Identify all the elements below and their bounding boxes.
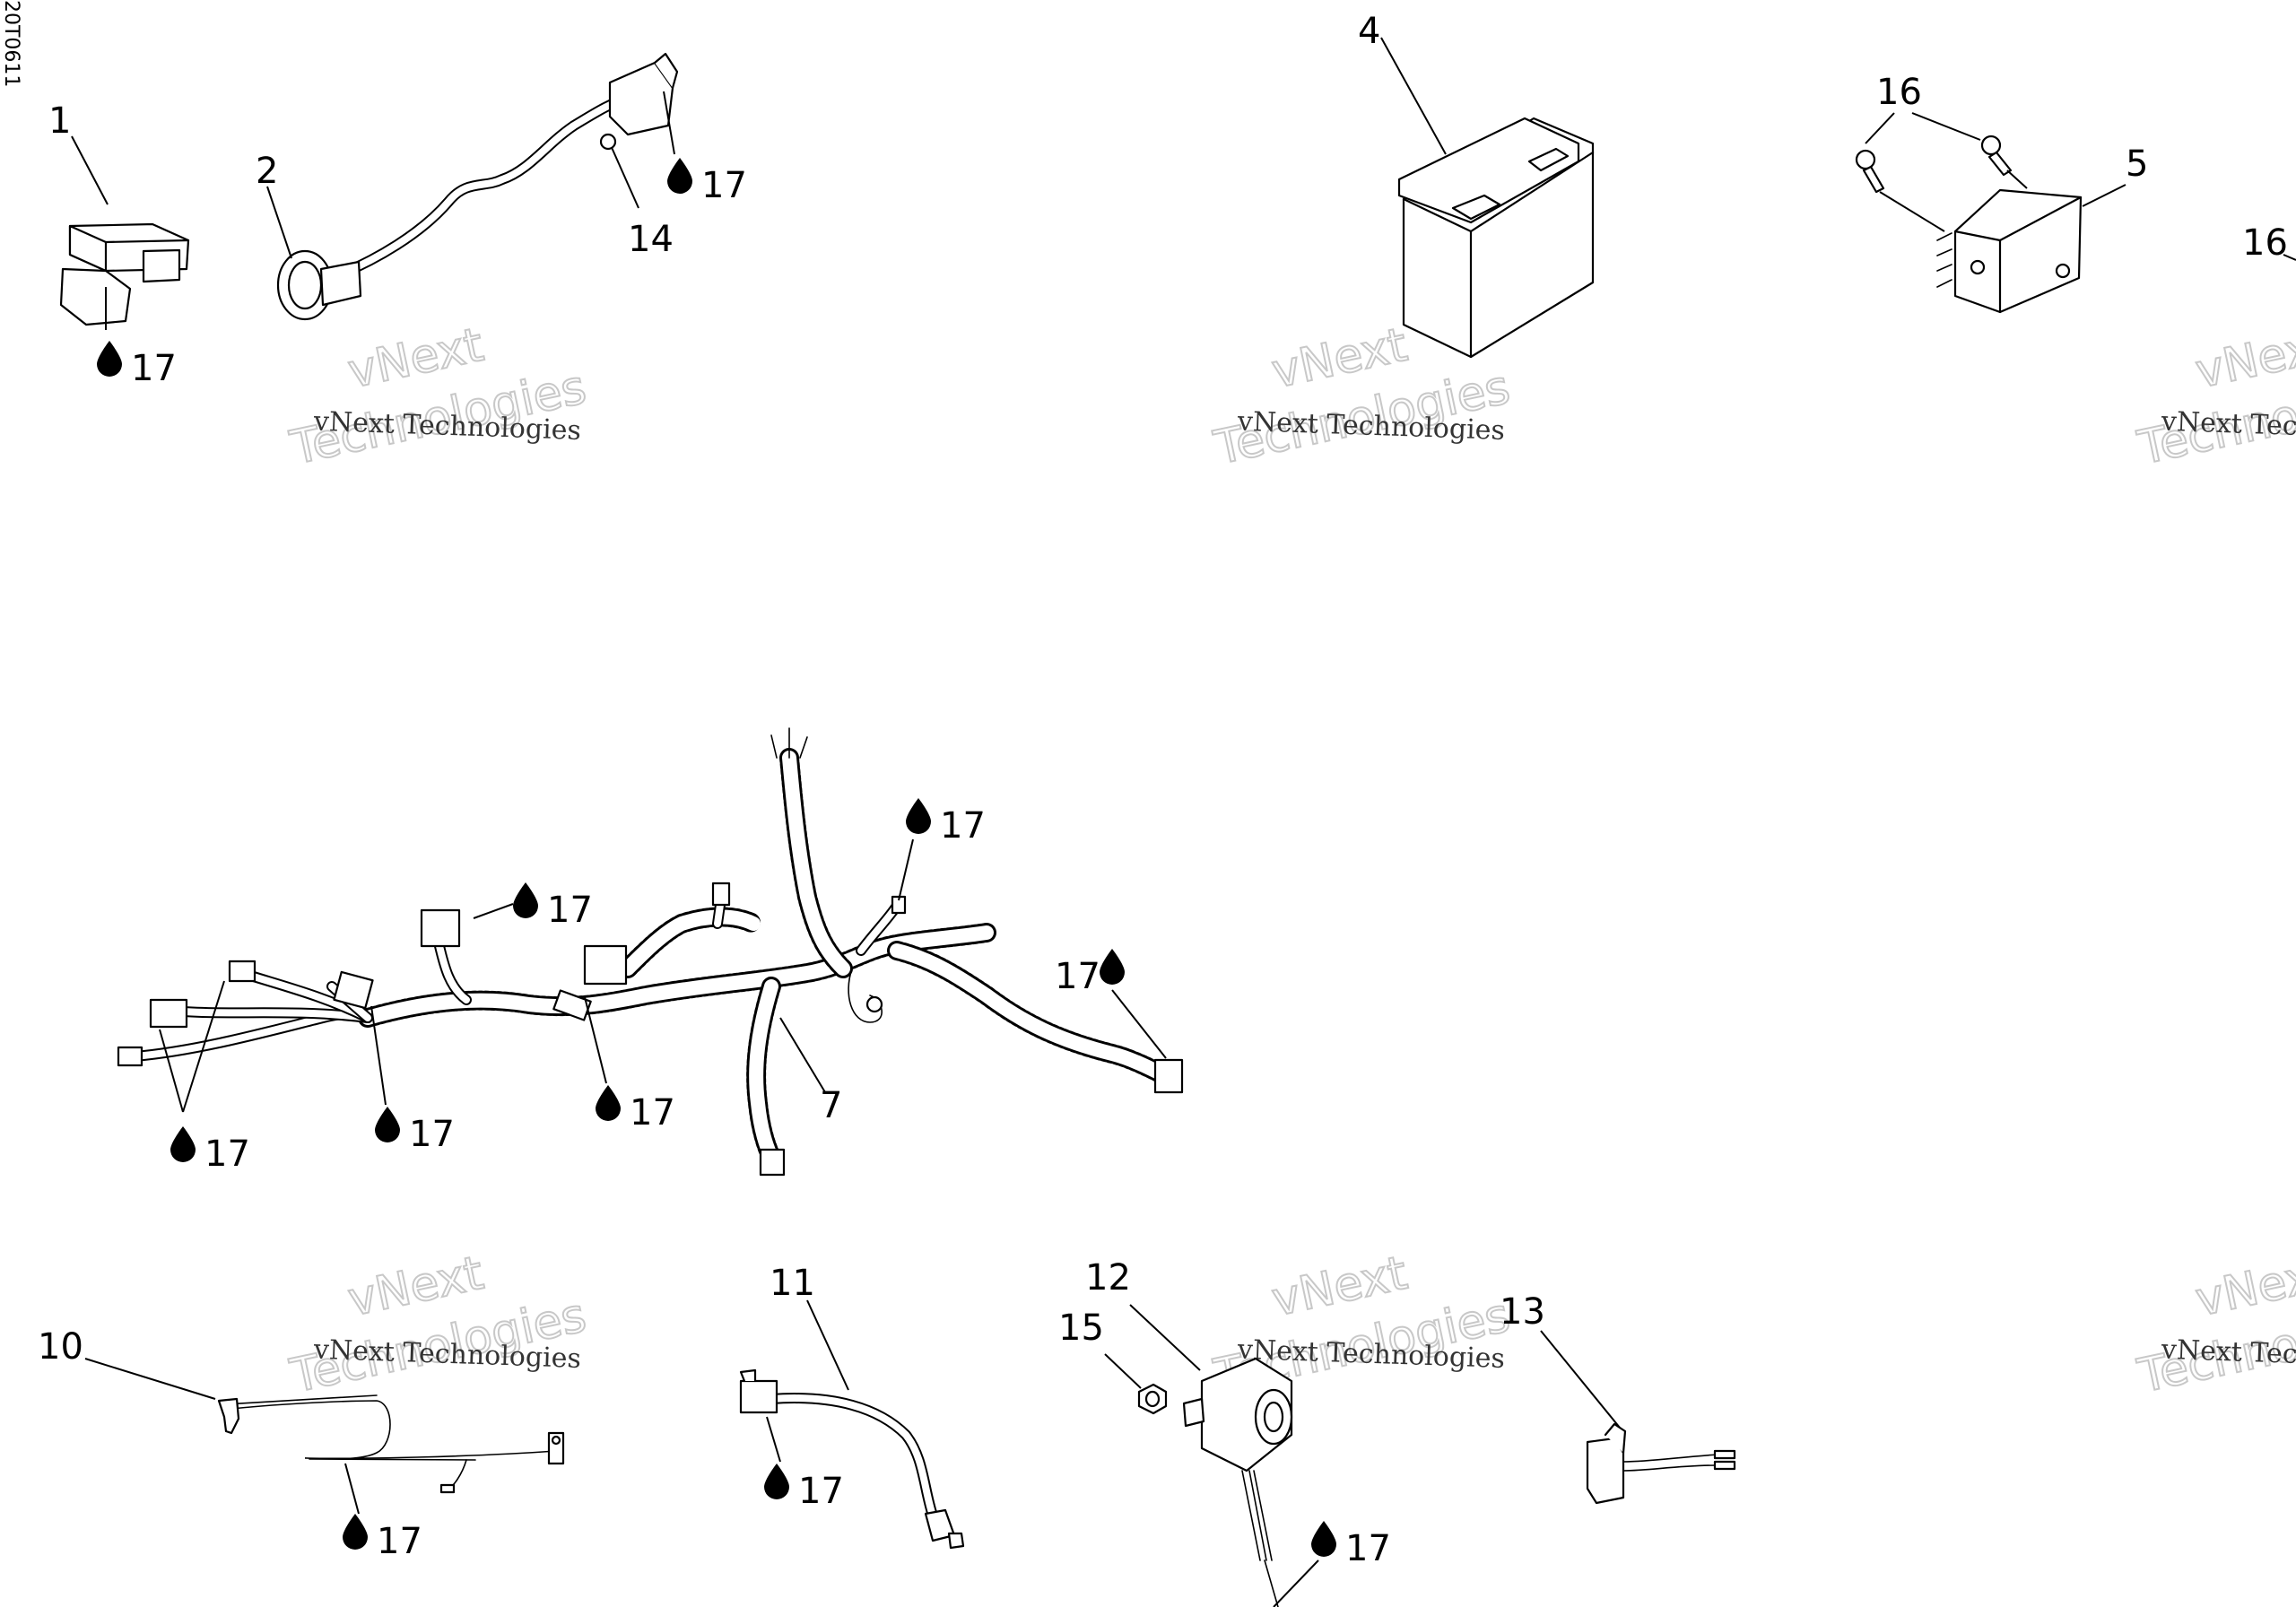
svg-text:17: 17 bbox=[409, 1114, 455, 1155]
lube-marker-3: 17 bbox=[906, 798, 986, 847]
part-13-switch bbox=[1586, 1422, 1736, 1505]
svg-text:vNext: vNext bbox=[2191, 1247, 2296, 1327]
callout-10: 10 bbox=[38, 1326, 83, 1368]
callout-16-right: 16 bbox=[2242, 222, 2288, 264]
lube-marker-11: 17 bbox=[1311, 1521, 1391, 1569]
drop-icon bbox=[906, 798, 931, 834]
svg-text:17: 17 bbox=[1055, 956, 1100, 997]
callout-2: 2 bbox=[256, 151, 278, 192]
lube-marker-6: 17 bbox=[170, 1126, 250, 1175]
drop-icon bbox=[667, 158, 692, 194]
drop-icon bbox=[1100, 949, 1125, 985]
lube-marker-5: 17 bbox=[1055, 949, 1125, 997]
svg-text:17: 17 bbox=[798, 1471, 844, 1512]
drop-icon bbox=[170, 1126, 196, 1162]
callout-12: 12 bbox=[1085, 1257, 1131, 1299]
drop-icon bbox=[343, 1514, 368, 1550]
svg-text:17: 17 bbox=[377, 1521, 422, 1562]
figure-reference: 20T0611 bbox=[0, 0, 22, 87]
lube-marker-7: 17 bbox=[375, 1107, 455, 1155]
part-2-sensor bbox=[276, 52, 679, 321]
svg-text:17: 17 bbox=[940, 805, 986, 847]
callout-16-top: 16 bbox=[1876, 72, 1922, 113]
part-7-harness bbox=[117, 727, 1184, 1177]
svg-text:17: 17 bbox=[547, 890, 593, 931]
callout-11: 11 bbox=[770, 1263, 815, 1304]
drop-icon bbox=[764, 1464, 789, 1499]
callout-13: 13 bbox=[1500, 1291, 1545, 1333]
callout-5: 5 bbox=[2126, 143, 2148, 185]
part-4-battery bbox=[1397, 117, 1595, 359]
svg-text:17: 17 bbox=[630, 1092, 675, 1134]
svg-text:17: 17 bbox=[701, 165, 747, 206]
lube-marker-9: 17 bbox=[343, 1514, 422, 1562]
lube-marker-10: 17 bbox=[764, 1464, 844, 1512]
svg-text:17: 17 bbox=[1345, 1528, 1391, 1569]
part-12-switch bbox=[1182, 1357, 1293, 1607]
svg-text:17: 17 bbox=[204, 1134, 250, 1175]
svg-text:vNext: vNext bbox=[2191, 318, 2296, 399]
callout-1: 1 bbox=[48, 100, 71, 142]
callout-15: 15 bbox=[1058, 1307, 1104, 1349]
drop-icon bbox=[97, 341, 122, 377]
part-1-relay bbox=[59, 222, 190, 326]
drop-icon bbox=[596, 1085, 621, 1121]
part-10-wire bbox=[217, 1394, 565, 1494]
watermark-1: vNext Technologies vNext Technologies bbox=[284, 317, 591, 477]
lube-marker-8: 17 bbox=[596, 1085, 675, 1134]
lube-marker-1: 17 bbox=[97, 341, 177, 389]
drop-icon bbox=[1311, 1521, 1336, 1557]
watermark-6: vNext Technologies vNext Technologies bbox=[2132, 1246, 2296, 1405]
callout-7: 7 bbox=[820, 1085, 842, 1126]
lube-marker-2: 17 bbox=[667, 158, 747, 206]
watermark-3: vNext Technologies vNext Technologies bbox=[2132, 317, 2296, 477]
drop-icon bbox=[513, 882, 538, 918]
part-15-nut bbox=[1137, 1383, 1168, 1415]
callout-4: 4 bbox=[1358, 11, 1380, 52]
screw-16a bbox=[1855, 149, 1885, 194]
part-11-sensor bbox=[739, 1368, 965, 1550]
screw-16b bbox=[1980, 135, 2013, 177]
callout-14: 14 bbox=[628, 219, 674, 260]
svg-text:17: 17 bbox=[131, 348, 177, 389]
drop-icon bbox=[375, 1107, 400, 1142]
lube-marker-4: 17 bbox=[513, 882, 593, 931]
part-5-module bbox=[1936, 188, 2083, 314]
